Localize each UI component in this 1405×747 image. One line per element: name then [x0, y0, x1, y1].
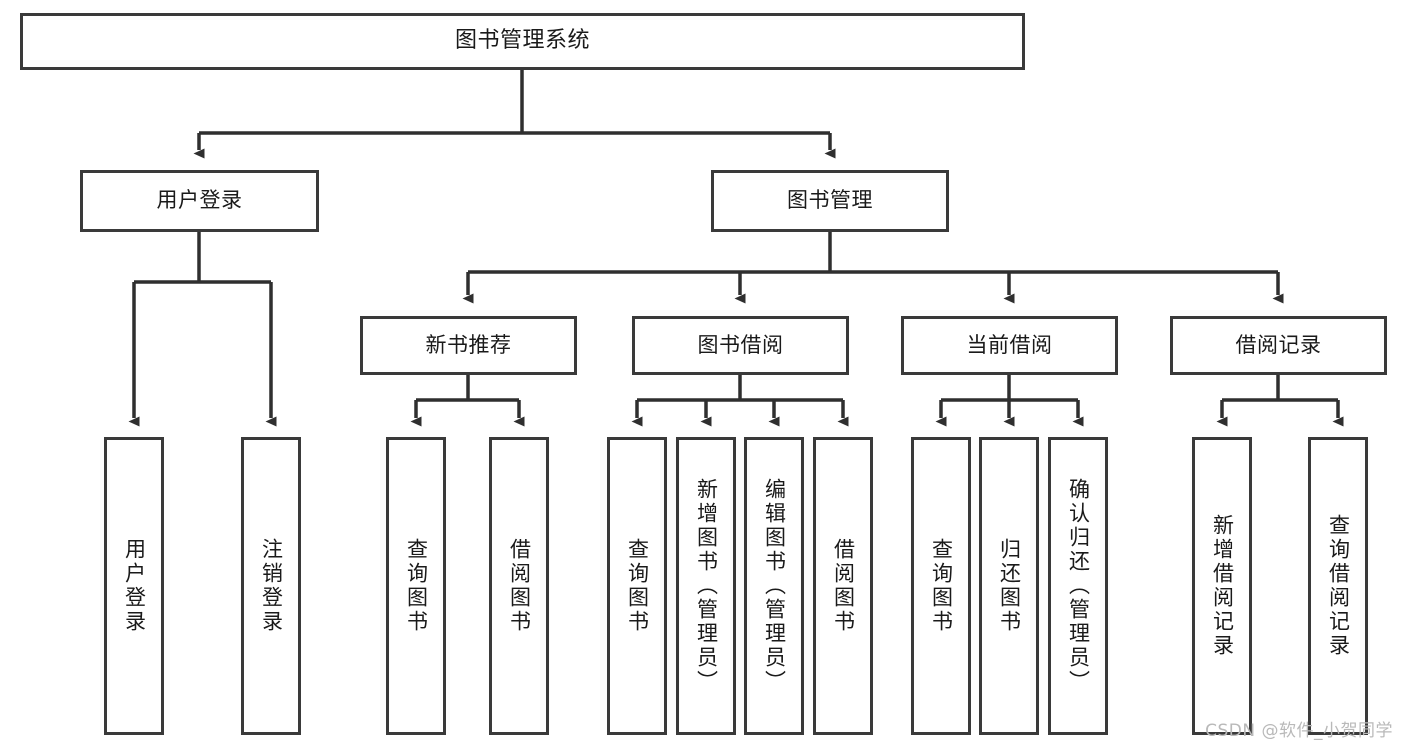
node-leaf-query-borrow-record[interactable]: 查询借阅记录 [1308, 437, 1368, 735]
csdn-watermark: CSDN @软件_小贺同学 [1205, 721, 1393, 741]
node-label: 编辑图书（管理员） [762, 478, 787, 694]
node-leaf-borrow-book-recommend[interactable]: 借阅图书 [489, 437, 549, 735]
node-label: 查询图书 [929, 538, 954, 634]
node-borrow-record[interactable]: 借阅记录 [1170, 316, 1387, 375]
node-label: 用户登录 [156, 188, 243, 213]
node-leaf-user-login[interactable]: 用户登录 [104, 437, 164, 735]
node-leaf-logout[interactable]: 注销登录 [241, 437, 301, 735]
node-label: 归还图书 [997, 538, 1022, 634]
node-leaf-edit-book[interactable]: 编辑图书（管理员） [744, 437, 804, 735]
node-label: 借阅记录 [1235, 332, 1322, 357]
node-new-book-recommend[interactable]: 新书推荐 [360, 316, 577, 375]
node-label: 确认归还（管理员） [1066, 478, 1091, 694]
node-label: 注销登录 [259, 538, 284, 634]
node-label: 新增借阅记录 [1210, 514, 1235, 658]
node-book-management[interactable]: 图书管理 [711, 170, 949, 232]
node-label: 查询图书 [625, 538, 650, 634]
node-label: 新书推荐 [425, 332, 512, 357]
node-label: 图书借阅 [697, 332, 784, 357]
node-label: 用户登录 [122, 538, 147, 634]
node-leaf-add-borrow-record[interactable]: 新增借阅记录 [1192, 437, 1252, 735]
node-leaf-query-book-current[interactable]: 查询图书 [911, 437, 971, 735]
node-leaf-query-book-recommend[interactable]: 查询图书 [386, 437, 446, 735]
node-label: 新增图书（管理员） [694, 478, 719, 694]
node-leaf-return-book[interactable]: 归还图书 [979, 437, 1039, 735]
node-leaf-confirm-return[interactable]: 确认归还（管理员） [1048, 437, 1108, 735]
node-label: 当前借阅 [966, 332, 1053, 357]
node-label: 借阅图书 [831, 538, 856, 634]
node-current-borrow[interactable]: 当前借阅 [901, 316, 1118, 375]
node-leaf-borrow-book[interactable]: 借阅图书 [813, 437, 873, 735]
node-label: 查询图书 [404, 538, 429, 634]
node-user-login[interactable]: 用户登录 [80, 170, 319, 232]
node-leaf-add-book[interactable]: 新增图书（管理员） [676, 437, 736, 735]
node-label: 查询借阅记录 [1326, 514, 1351, 658]
node-label: 图书管理系统 [454, 28, 590, 54]
node-label: 图书管理 [787, 188, 873, 213]
node-leaf-query-book-borrow[interactable]: 查询图书 [607, 437, 667, 735]
node-book-borrow[interactable]: 图书借阅 [632, 316, 849, 375]
node-label: 借阅图书 [507, 538, 532, 634]
node-root-book-management-system[interactable]: 图书管理系统 [20, 13, 1025, 70]
